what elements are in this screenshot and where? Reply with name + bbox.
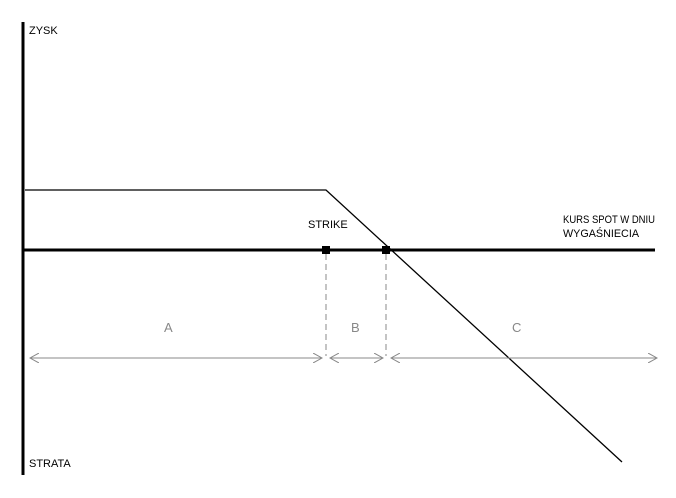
strike-label: STRIKE bbox=[308, 219, 348, 231]
y-top-label: ZYSK bbox=[29, 25, 58, 37]
y-bottom-label: STRATA bbox=[29, 458, 71, 470]
strike-marker bbox=[322, 246, 330, 254]
payoff-line bbox=[25, 189, 623, 463]
region-b-label: B bbox=[351, 320, 360, 335]
x-axis-label-1: KURS SPOT W DNIU bbox=[563, 214, 655, 226]
region-c-label: C bbox=[512, 320, 521, 335]
breakeven-marker bbox=[382, 246, 390, 254]
region-a-label: A bbox=[164, 320, 173, 335]
x-axis-label-2: WYGAŚNIECIA bbox=[563, 227, 640, 240]
